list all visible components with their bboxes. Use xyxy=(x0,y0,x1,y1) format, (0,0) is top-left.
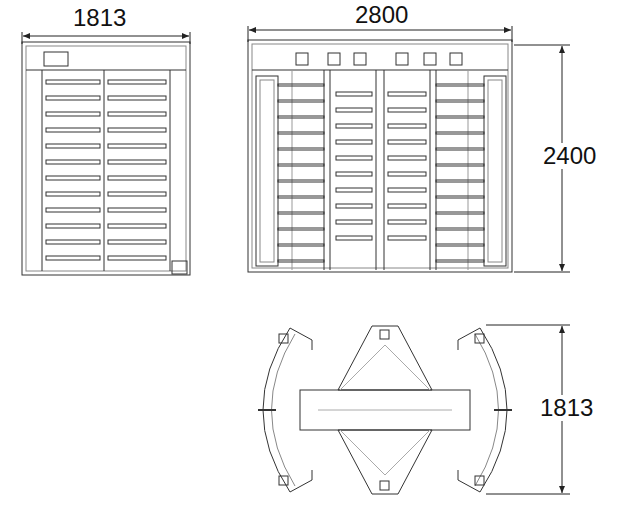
turnstile-arm xyxy=(388,236,426,240)
turnstile-arm xyxy=(46,128,100,132)
turnstile-arm xyxy=(46,240,100,244)
dimension-label: 1813 xyxy=(71,5,128,31)
turnstile-arm xyxy=(46,112,100,116)
turnstile-arm xyxy=(278,196,324,198)
turnstile-arm xyxy=(388,140,426,144)
turnstile-arm xyxy=(108,128,166,132)
turnstile-arm xyxy=(108,112,166,116)
turnstile-arm xyxy=(436,116,484,118)
dimension-lines xyxy=(22,26,570,494)
turnstile-arm xyxy=(46,80,100,84)
turnstile-arm xyxy=(46,224,100,228)
turnstile-arm xyxy=(46,176,100,180)
turnstile-arm xyxy=(388,188,426,192)
turnstile-arm xyxy=(436,148,484,150)
turnstile-arm xyxy=(336,140,372,144)
turnstile-arm xyxy=(108,240,166,244)
turnstile-arm xyxy=(436,164,484,166)
turnstile-arm xyxy=(46,160,100,164)
turnstile-arm xyxy=(388,172,426,176)
turnstile-arm xyxy=(336,220,372,224)
turnstile-arm xyxy=(108,176,166,180)
turnstile-arm xyxy=(108,144,166,148)
turnstile-arm xyxy=(388,92,426,96)
side-view xyxy=(22,42,190,275)
turnstile-arm xyxy=(336,124,372,128)
turnstile-arm xyxy=(278,164,324,166)
turnstile-arm xyxy=(108,160,166,164)
dimension-wrap: 2800 xyxy=(353,2,410,28)
dimension-label: 2400 xyxy=(541,143,598,169)
turnstile-arm xyxy=(436,260,484,262)
turnstile-arm xyxy=(46,192,100,196)
dimension-wrap: 2400 xyxy=(541,143,598,169)
turnstile-arm xyxy=(278,180,324,182)
turnstile-arm xyxy=(108,256,166,260)
dimension-wrap: 1813 xyxy=(538,395,595,421)
turnstile-arm xyxy=(278,84,324,86)
turnstile-arm xyxy=(336,108,372,112)
turnstile-arm xyxy=(278,228,324,230)
turnstile-arm xyxy=(278,116,324,118)
dimension-wrap: 1813 xyxy=(71,5,128,31)
turnstile-arm xyxy=(46,144,100,148)
turnstile-arm xyxy=(336,188,372,192)
turnstile-arm xyxy=(388,220,426,224)
plan-view xyxy=(258,326,512,494)
turnstile-arm xyxy=(436,100,484,102)
turnstile-arm xyxy=(388,108,426,112)
turnstile-arm xyxy=(46,256,100,260)
turnstile-arm xyxy=(278,212,324,214)
turnstile-arm xyxy=(278,244,324,246)
turnstile-arm xyxy=(108,224,166,228)
turnstile-arm xyxy=(336,172,372,176)
dimension-label: 2800 xyxy=(353,2,410,28)
turnstile-arm xyxy=(108,80,166,84)
turnstile-arm xyxy=(436,84,484,86)
turnstile-arm xyxy=(388,204,426,208)
turnstile-arm xyxy=(336,156,372,160)
turnstile-arm xyxy=(278,132,324,134)
turnstile-arm xyxy=(436,228,484,230)
turnstile-arm xyxy=(108,208,166,212)
dimension-label: 1813 xyxy=(538,395,595,421)
turnstile-arm xyxy=(278,100,324,102)
turnstile-arm xyxy=(388,156,426,160)
turnstile-arm xyxy=(336,92,372,96)
turnstile-arm xyxy=(46,96,100,100)
front-view xyxy=(248,40,512,272)
turnstile-arm xyxy=(436,132,484,134)
turnstile-arm xyxy=(336,204,372,208)
turnstile-arm xyxy=(278,260,324,262)
turnstile-arm xyxy=(46,208,100,212)
turnstile-arm xyxy=(436,244,484,246)
turnstile-arm xyxy=(336,236,372,240)
turnstile-arm xyxy=(436,212,484,214)
turnstile-arm xyxy=(388,124,426,128)
turnstile-arm xyxy=(436,196,484,198)
turnstile-arm xyxy=(278,148,324,150)
turnstile-arm xyxy=(108,96,166,100)
turnstile-arm xyxy=(108,192,166,196)
turnstile-arm xyxy=(436,180,484,182)
